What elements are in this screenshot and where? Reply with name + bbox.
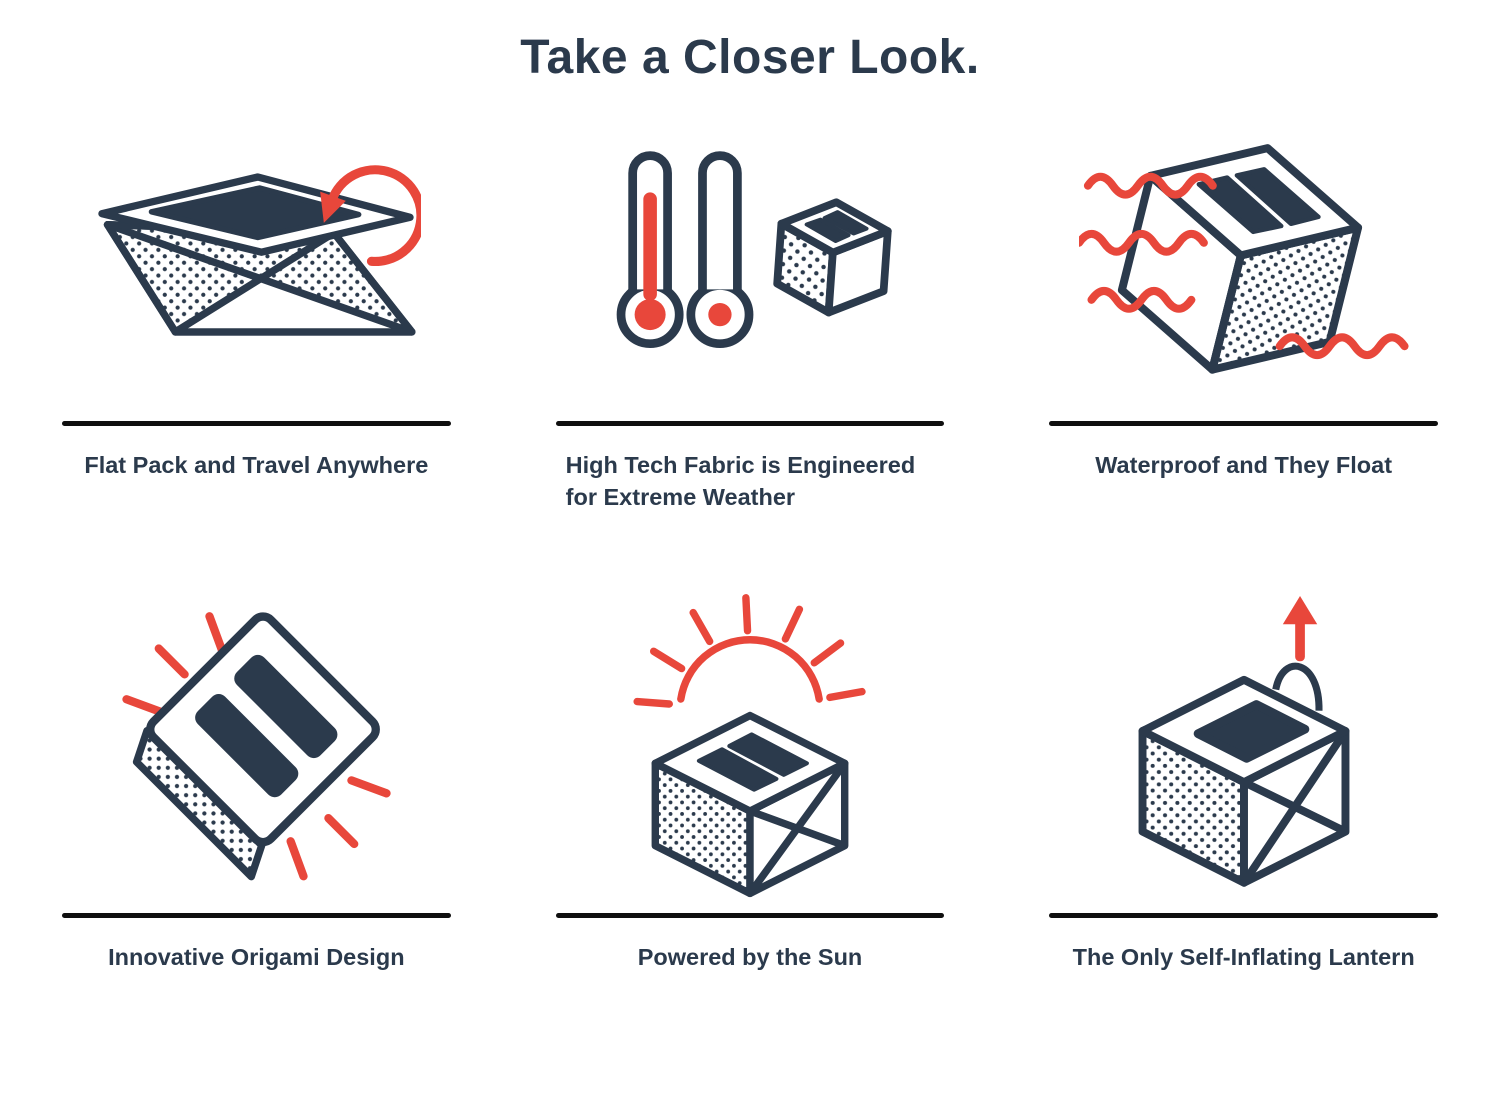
tilted-lantern-cube bbox=[1117, 143, 1362, 374]
page-title: Take a Closer Look. bbox=[520, 31, 980, 84]
divider bbox=[62, 421, 451, 426]
waterproof-float-icon bbox=[1049, 91, 1438, 421]
feature-card-origami: Innovative Origami Design bbox=[62, 583, 451, 974]
feature-caption: Waterproof and They Float bbox=[1095, 452, 1393, 478]
flat-pack-icon bbox=[62, 91, 451, 421]
thermometers-cube-illustration bbox=[616, 151, 892, 349]
folded-base bbox=[104, 220, 416, 336]
feature-caption: Powered by the Sun bbox=[637, 944, 863, 971]
feature-grid: Flat Pack and Travel Anywhere bbox=[0, 85, 1500, 974]
feature-card-inflating: The Only Self-Inflating Lantern bbox=[1049, 583, 1438, 974]
sun-cube-illustration bbox=[633, 594, 866, 898]
water-waves-icon bbox=[1078, 172, 1409, 359]
feature-caption: High Tech Fabric is Engineered for Extre… bbox=[565, 452, 916, 510]
divider bbox=[1049, 421, 1438, 426]
hot-thermometer-icon bbox=[616, 151, 684, 349]
light-rays-icon bbox=[122, 611, 391, 881]
divider bbox=[555, 421, 945, 426]
solar-cube bbox=[651, 711, 849, 898]
feature-card-sun: Powered by the Sun bbox=[555, 583, 945, 974]
divider bbox=[555, 913, 945, 919]
lantern-cube bbox=[1138, 662, 1350, 887]
flat-pack-illustration bbox=[98, 164, 422, 336]
sun-icon bbox=[633, 594, 866, 708]
divider bbox=[1049, 913, 1438, 919]
cold-thermometer-icon bbox=[686, 151, 754, 349]
origami-illustration bbox=[122, 611, 391, 881]
rotate-arrow-icon bbox=[320, 164, 422, 266]
origami-design-icon bbox=[62, 583, 451, 913]
flat-top-sheet bbox=[98, 173, 414, 256]
feature-caption: The Only Self-Inflating Lantern bbox=[1072, 944, 1415, 971]
feature-caption: Flat Pack and Travel Anywhere bbox=[84, 452, 429, 478]
up-arrow-icon bbox=[1282, 596, 1317, 662]
waterproof-illustration bbox=[1078, 143, 1409, 374]
rotated-lantern bbox=[132, 612, 380, 881]
feature-card-fabric: High Tech Fabric is Engineered for Extre… bbox=[555, 91, 945, 513]
divider bbox=[62, 913, 451, 919]
self-inflating-icon bbox=[1049, 583, 1438, 913]
small-cube-icon bbox=[773, 198, 892, 317]
thermometers-cube-icon bbox=[556, 91, 945, 421]
sun-powered-icon bbox=[556, 583, 945, 913]
feature-card-flat-pack: Flat Pack and Travel Anywhere bbox=[62, 91, 451, 513]
feature-card-waterproof: Waterproof and They Float bbox=[1049, 91, 1438, 513]
feature-caption: Innovative Origami Design bbox=[108, 944, 405, 971]
inflating-cube-illustration bbox=[1138, 596, 1350, 887]
